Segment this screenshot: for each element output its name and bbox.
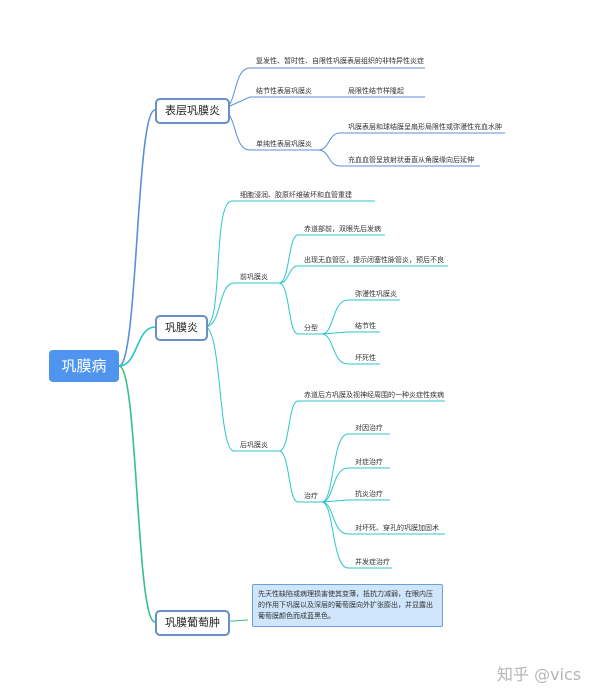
leaf-treatment-symptom[interactable]: 对症治疗: [355, 458, 383, 466]
leaf-nodular-episcleritis[interactable]: 结节性表层巩膜炎: [256, 87, 312, 95]
link-anterior-b: [278, 265, 448, 284]
link-scleritis-anterior: [204, 282, 279, 328]
leaf-nodular-detail[interactable]: 局限性结节样隆起: [348, 87, 404, 95]
leaf-treatment-reinforcement[interactable]: 对坏死、穿孔的巩膜加固术: [355, 524, 439, 532]
leaf-type-nodular[interactable]: 结节性: [355, 322, 376, 330]
link-root-superficial: [118, 109, 156, 367]
branch-superficial-scleritis[interactable]: 表层巩膜炎: [155, 98, 230, 124]
leaf-simple-episcleritis[interactable]: 单纯性表层巩膜炎: [256, 140, 312, 148]
link-superficial-item4: [317, 132, 505, 151]
leaf-treatment-cause[interactable]: 对因治疗: [355, 424, 383, 432]
link-type-nodular: [321, 331, 380, 335]
link-treat-1: [321, 433, 390, 503]
leaf-posterior-treatment[interactable]: 治疗: [304, 492, 318, 500]
link-root-staphyloma: [118, 365, 156, 623]
leaf-anterior-scleritis[interactable]: 前巩膜炎: [240, 273, 268, 281]
leaf-anterior-prognosis[interactable]: 出现无血管区，提示闭塞性脉管炎，预后不良: [304, 256, 444, 264]
leaf-treatment-antiinflammatory[interactable]: 抗炎治疗: [355, 490, 383, 498]
link-treat-2: [321, 467, 390, 503]
link-type-diffuse: [321, 299, 400, 335]
link-anterior-a: [278, 234, 385, 284]
leaf-type-necrotizing[interactable]: 坏死性: [355, 354, 376, 362]
link-root-scleritis: [118, 326, 156, 367]
branch-scleritis[interactable]: 巩膜炎: [155, 315, 208, 341]
link-anterior-type: [278, 282, 322, 335]
leaf-posterior-definition[interactable]: 赤道后方巩膜及视神经周围的一种炎症性疾病: [304, 391, 444, 399]
root-node[interactable]: 巩膜病: [49, 350, 119, 382]
branch-staphyloma[interactable]: 巩膜葡萄肿: [155, 610, 230, 636]
leaf-superficial-definition[interactable]: 复发性、暂时性、自限性巩膜表层组织的非特异性炎症: [256, 57, 424, 65]
leaf-treatment-complication[interactable]: 并发症治疗: [355, 558, 390, 566]
link-treat-3: [321, 499, 390, 503]
link-posterior-treat: [278, 450, 322, 503]
link-scleritis-item0: [204, 200, 375, 328]
leaf-simple-detail-1[interactable]: 巩膜表层和球结膜呈扇形局限性或弥漫性充血水肿: [348, 123, 502, 131]
link-type-necrotizing: [321, 333, 380, 365]
staphyloma-note[interactable]: 先天性缺陷或病理损害使其变薄，抵抗力减弱，在眼内压的作用下巩膜以及深层的葡萄膜向…: [252, 584, 443, 627]
leaf-anterior-onset[interactable]: 赤道部前，双眼先后发病: [304, 225, 381, 233]
leaf-type-diffuse[interactable]: 弥漫性巩膜炎: [355, 290, 397, 298]
link-superficial-item1: [220, 96, 425, 111]
link-scleritis-posterior: [204, 326, 279, 452]
leaf-posterior-scleritis[interactable]: 后巩膜炎: [240, 441, 268, 449]
link-treat-4: [321, 501, 445, 535]
watermark: 知乎 @vics: [497, 665, 582, 684]
link-superficial-item5: [317, 149, 480, 167]
leaf-scleritis-definition[interactable]: 细胞浸润、胶原纤维破坏和血管重建: [240, 191, 352, 199]
link-posterior-a: [278, 400, 445, 452]
link-treat-5: [321, 501, 392, 569]
leaf-anterior-types[interactable]: 分型: [304, 324, 318, 332]
leaf-simple-detail-2[interactable]: 充血血管呈放射状垂直从角膜缘向后延伸: [348, 156, 474, 164]
